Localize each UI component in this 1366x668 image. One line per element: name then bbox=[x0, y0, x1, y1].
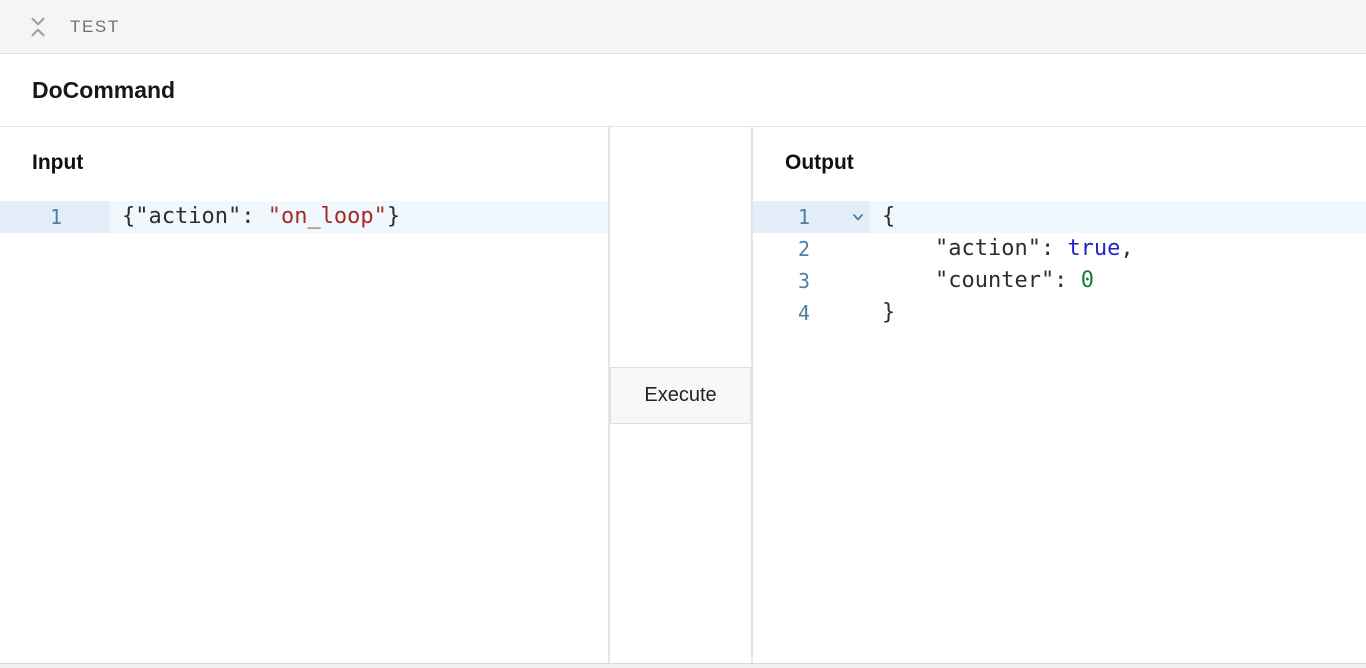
token-string: "on_loop" bbox=[267, 204, 387, 229]
code-line: 1 {"action": "on_loop"} bbox=[0, 201, 608, 233]
token-plain: , bbox=[1120, 236, 1134, 261]
execute-button[interactable]: Execute bbox=[610, 366, 751, 424]
fold-chevron-icon[interactable] bbox=[810, 201, 870, 233]
output-heading: Output bbox=[785, 151, 854, 174]
line-gutter: 4 bbox=[753, 297, 870, 329]
code-line-content[interactable]: "counter": 0 bbox=[870, 265, 1366, 297]
code-line: 1{ bbox=[753, 201, 1366, 233]
topbar-label: TEST bbox=[70, 16, 120, 36]
code-line: 2 "action": true, bbox=[753, 233, 1366, 265]
line-gutter: 2 bbox=[753, 233, 870, 265]
input-code-editor[interactable]: 1 {"action": "on_loop"} bbox=[0, 201, 608, 233]
line-number: 1 bbox=[797, 205, 810, 229]
line-gutter: 3 bbox=[753, 265, 870, 297]
token-plain: } bbox=[386, 204, 401, 229]
token-plain: { bbox=[882, 204, 896, 229]
token-plain: {"action": bbox=[122, 204, 268, 229]
main-area: Input 1{"action": "on_loop"} Execute Out… bbox=[0, 127, 1366, 663]
code-line-content[interactable]: } bbox=[870, 297, 1366, 329]
fold-slot bbox=[810, 265, 870, 297]
token-plain: } bbox=[882, 300, 896, 325]
middle-column: Execute bbox=[608, 127, 753, 663]
input-heading: Input bbox=[32, 151, 84, 174]
line-number: 3 bbox=[797, 269, 810, 293]
fold-slot bbox=[810, 297, 870, 329]
code-line-content[interactable]: { bbox=[870, 201, 1366, 233]
input-panel: Input 1 {"action": "on_loop"} bbox=[0, 127, 608, 663]
titlebar: DoCommand bbox=[0, 54, 1366, 127]
line-gutter: 1 bbox=[0, 201, 110, 233]
token-plain: "action": bbox=[882, 236, 1068, 261]
line-gutter: 1 bbox=[753, 201, 870, 233]
token-num: 0 bbox=[1080, 268, 1094, 293]
line-number: 1 bbox=[49, 205, 62, 229]
token-plain: "counter": bbox=[882, 268, 1081, 293]
fold-slot bbox=[810, 233, 870, 265]
code-line-content[interactable]: {"action": "on_loop"} bbox=[110, 201, 608, 233]
line-number: 2 bbox=[797, 237, 810, 261]
topbar: TEST bbox=[0, 0, 1366, 54]
code-line-content[interactable]: "action": true, bbox=[870, 233, 1366, 265]
page-title: DoCommand bbox=[32, 76, 176, 103]
fold-slot bbox=[62, 201, 110, 233]
bottom-strip bbox=[0, 663, 1366, 668]
collapse-icon[interactable] bbox=[27, 16, 49, 38]
output-panel: Output 1{2 "action": true,3 "counter": 0… bbox=[753, 127, 1366, 663]
line-number: 4 bbox=[797, 301, 810, 325]
code-line: 4} bbox=[753, 297, 1366, 329]
token-atom: true bbox=[1067, 236, 1121, 261]
code-line: 3 "counter": 0 bbox=[753, 265, 1366, 297]
